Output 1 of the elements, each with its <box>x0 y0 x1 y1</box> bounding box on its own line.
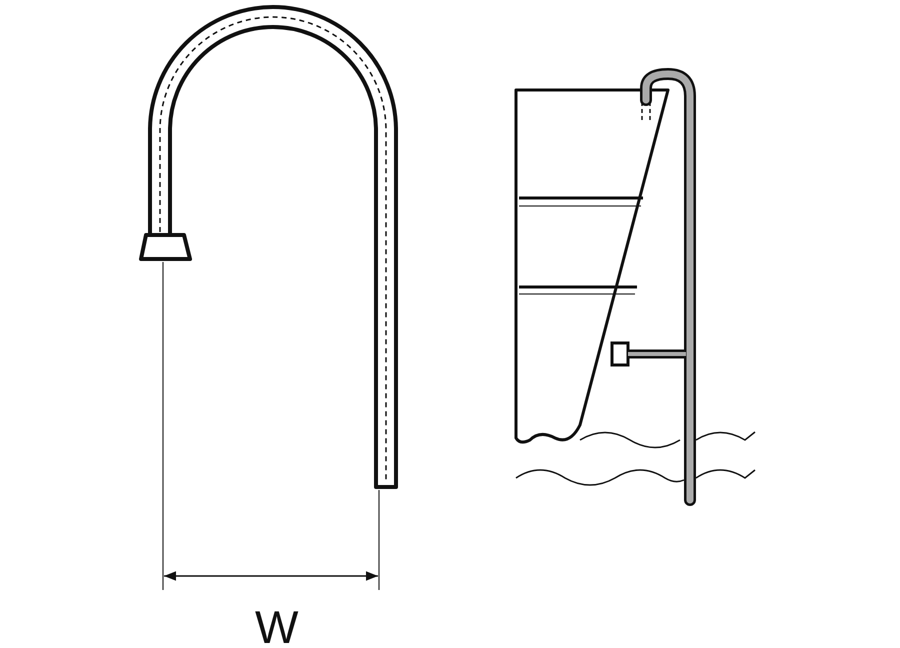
dimension-label: W <box>255 604 298 648</box>
